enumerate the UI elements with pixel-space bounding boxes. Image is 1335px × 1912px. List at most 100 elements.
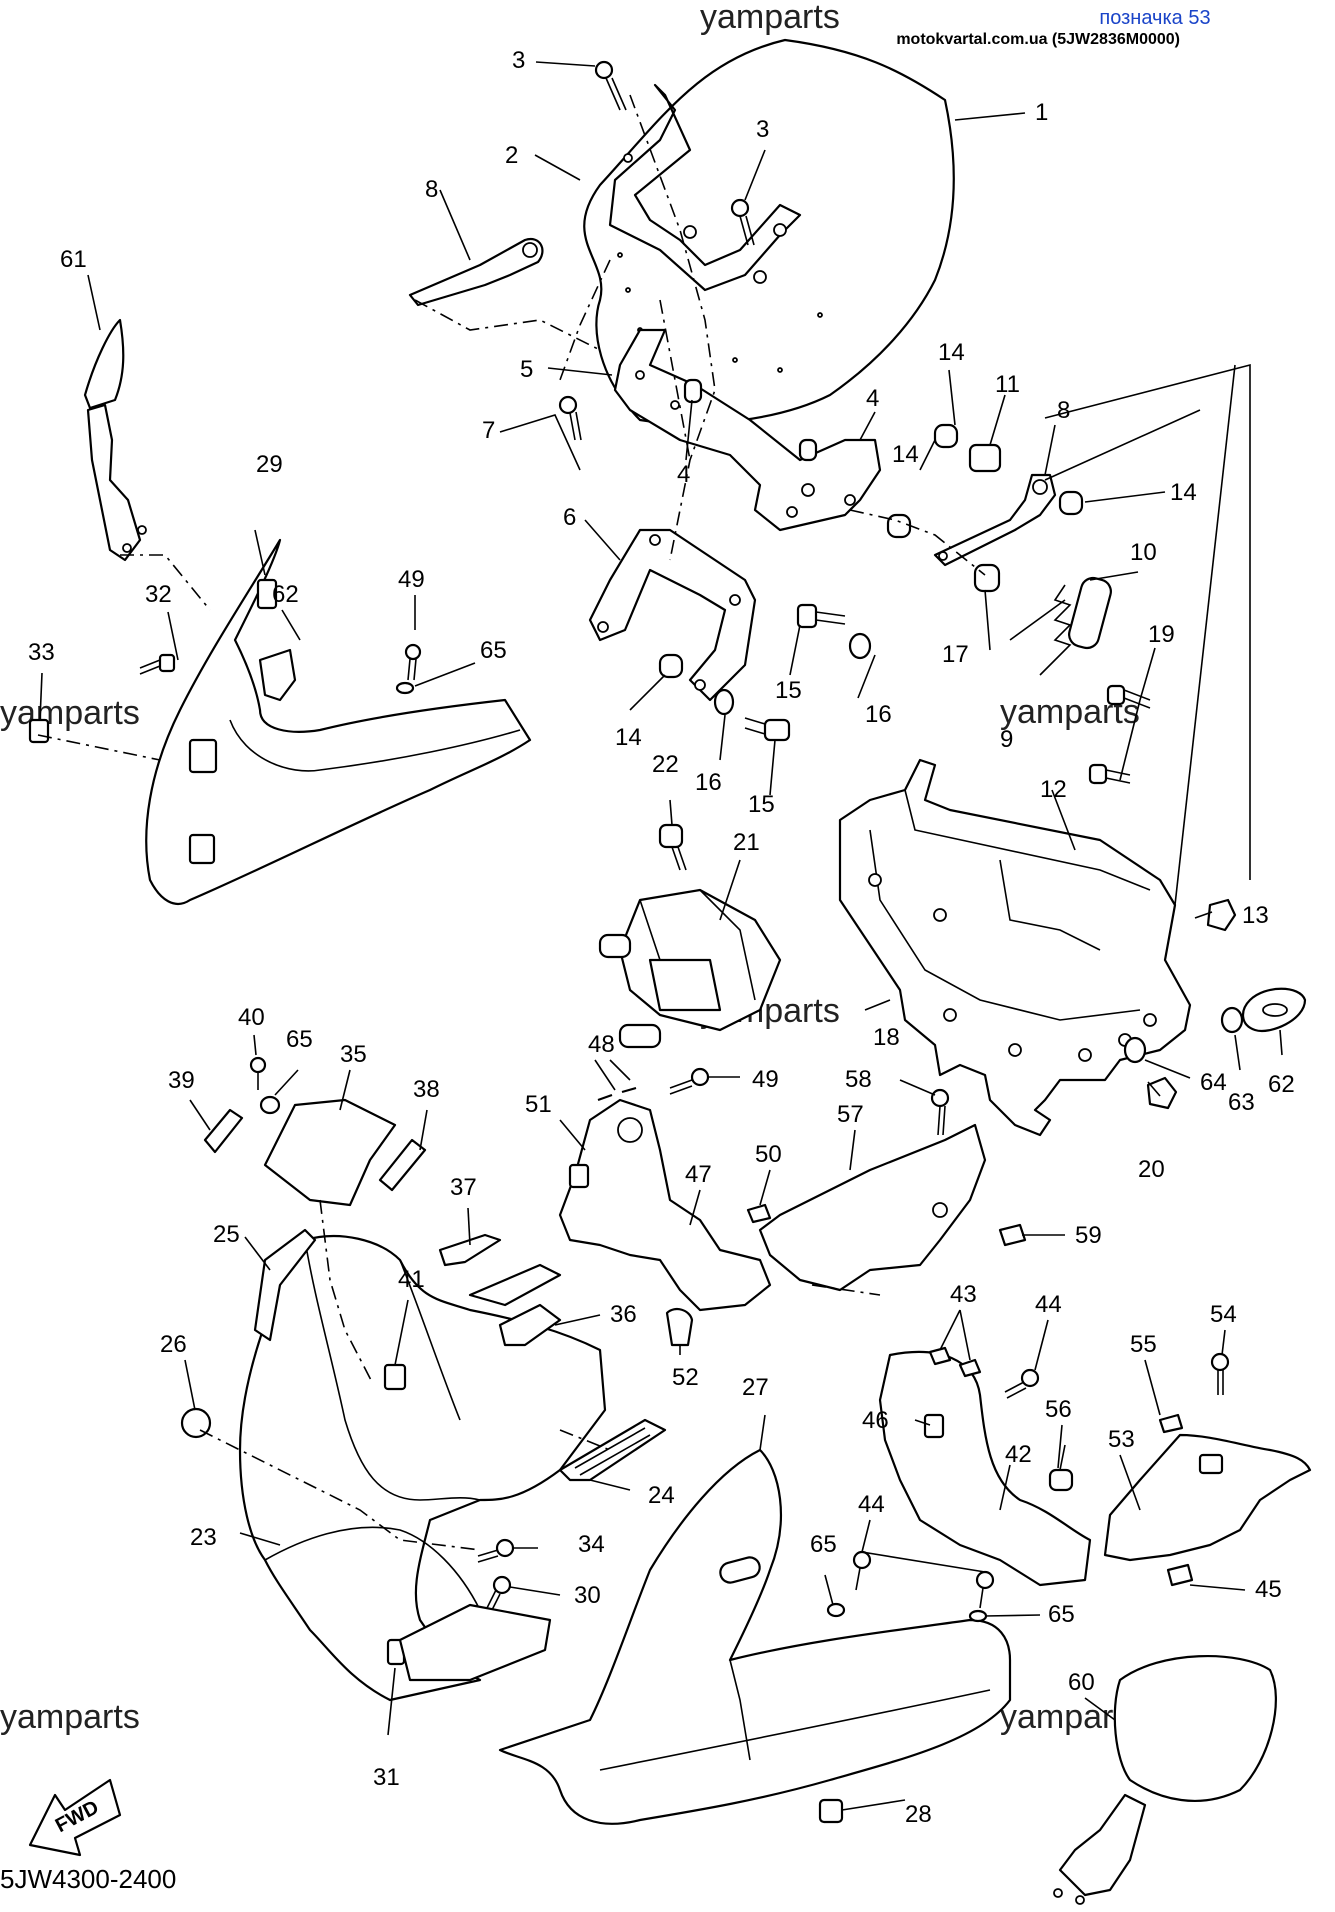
screw-44 bbox=[852, 1550, 872, 1591]
inner-cover-57 bbox=[758, 1123, 987, 1292]
callout-30: 30 bbox=[574, 1582, 601, 1609]
callout-48: 48 bbox=[588, 1031, 615, 1058]
screen-stay-5 bbox=[613, 328, 882, 532]
callout-42: 42 bbox=[1005, 1441, 1032, 1468]
callout-64: 64 bbox=[1200, 1069, 1227, 1096]
callout-3: 3 bbox=[756, 116, 769, 143]
stay-36 bbox=[498, 1303, 562, 1347]
callout-47: 47 bbox=[685, 1161, 712, 1188]
callout-22: 22 bbox=[652, 751, 679, 778]
collar-17 bbox=[973, 563, 1001, 593]
inner-cover-42 bbox=[878, 1350, 1092, 1587]
inner-panel-29 bbox=[145, 538, 532, 906]
washer-65 bbox=[259, 1095, 281, 1115]
callout-35: 35 bbox=[340, 1041, 367, 1068]
callout-54: 54 bbox=[1210, 1301, 1237, 1328]
callout-60: 60 bbox=[1068, 1669, 1095, 1696]
air-duct-24-ribs bbox=[574, 1427, 651, 1476]
callout-38: 38 bbox=[413, 1076, 440, 1103]
callout-21: 21 bbox=[733, 829, 760, 856]
callout-40: 40 bbox=[238, 1004, 265, 1031]
callout-52: 52 bbox=[672, 1364, 699, 1391]
callout-14: 14 bbox=[1170, 479, 1197, 506]
callout-39: 39 bbox=[168, 1067, 195, 1094]
screw-44 bbox=[975, 1570, 995, 1609]
callout-37: 37 bbox=[450, 1174, 477, 1201]
collar-14 bbox=[886, 513, 912, 539]
watermark: yamparts bbox=[700, 0, 840, 36]
washer-65 bbox=[968, 1609, 988, 1623]
bolt-3 bbox=[730, 198, 755, 246]
clip-59 bbox=[998, 1223, 1027, 1247]
collar-10 bbox=[1068, 576, 1112, 650]
assembly-lines bbox=[37, 94, 986, 1551]
callout-29: 29 bbox=[256, 451, 283, 478]
clip-50 bbox=[746, 1203, 772, 1224]
callout-65: 65 bbox=[1048, 1601, 1075, 1628]
callout-36: 36 bbox=[610, 1301, 637, 1328]
watermark: yamparts bbox=[0, 694, 140, 732]
clip-45 bbox=[1166, 1563, 1194, 1587]
callout-10: 10 bbox=[1130, 539, 1157, 566]
bolt-22 bbox=[658, 823, 687, 871]
screw-54 bbox=[1210, 1352, 1230, 1395]
callout-27: 27 bbox=[742, 1374, 769, 1401]
callout-24: 24 bbox=[648, 1482, 675, 1509]
header-source: motokvartal.com.ua (5JW2836M0000) bbox=[896, 31, 1180, 48]
bolt-34 bbox=[477, 1538, 515, 1563]
washer-65 bbox=[395, 681, 415, 695]
callout-32: 32 bbox=[145, 581, 172, 608]
callout-62: 62 bbox=[1268, 1071, 1295, 1098]
leader-lines bbox=[39, 61, 1283, 1811]
bolt-7 bbox=[558, 395, 582, 441]
clip-37 bbox=[438, 1233, 502, 1267]
air-duct-24 bbox=[558, 1418, 667, 1482]
collar-14 bbox=[1058, 490, 1084, 516]
callout-44: 44 bbox=[858, 1491, 885, 1518]
stay-8-right bbox=[933, 473, 1057, 567]
callout-7: 7 bbox=[482, 417, 495, 444]
collar-14 bbox=[658, 653, 684, 679]
callout-46: 46 bbox=[862, 1407, 889, 1434]
lower-panel bbox=[398, 1603, 552, 1682]
callout-41: 41 bbox=[398, 1266, 425, 1293]
screw-58 bbox=[930, 1088, 950, 1136]
washer-16 bbox=[848, 632, 872, 660]
washer-63 bbox=[1220, 1006, 1244, 1034]
callout-57: 57 bbox=[837, 1101, 864, 1128]
panel-35 bbox=[263, 1098, 397, 1207]
callout-55: 55 bbox=[1130, 1331, 1157, 1358]
clip-55 bbox=[1158, 1413, 1184, 1434]
spacer-4 bbox=[798, 438, 818, 462]
bolt-30 bbox=[485, 1575, 512, 1615]
screw-44 bbox=[1004, 1368, 1040, 1399]
mirror-right bbox=[1053, 1654, 1277, 1905]
callout-62: 62 bbox=[272, 581, 299, 608]
callout-9: 9 bbox=[1000, 726, 1013, 753]
callout-14: 14 bbox=[892, 441, 919, 468]
callout-43: 43 bbox=[950, 1281, 977, 1308]
inner-cover-47 bbox=[558, 1098, 772, 1312]
callout-61: 61 bbox=[60, 246, 87, 273]
nut-13 bbox=[1206, 898, 1237, 932]
callout-65: 65 bbox=[810, 1531, 837, 1558]
callout-33: 33 bbox=[28, 639, 55, 666]
clip-48 bbox=[597, 1086, 637, 1102]
callout-59: 59 bbox=[1075, 1222, 1102, 1249]
callout-20: 20 bbox=[1138, 1156, 1165, 1183]
callout-23: 23 bbox=[190, 1524, 217, 1551]
callout-49: 49 bbox=[752, 1066, 779, 1093]
callout-26: 26 bbox=[160, 1331, 187, 1358]
callout-labels: 1 2 3 3 4 4 5 6 7 8 8 9 10 11 12 13 14 1… bbox=[28, 47, 1295, 1828]
grommet-52 bbox=[665, 1307, 694, 1347]
diagram-code: 5JW4300-2400 bbox=[0, 1864, 176, 1894]
bracket-62 bbox=[258, 648, 297, 702]
front-stay-18 bbox=[838, 758, 1192, 1137]
callout-18: 18 bbox=[873, 1024, 900, 1051]
grommet-62 bbox=[1242, 987, 1307, 1033]
callout-31: 31 bbox=[373, 1764, 400, 1791]
bracket-41 bbox=[383, 1363, 407, 1391]
callout-44: 44 bbox=[1035, 1291, 1062, 1318]
callout-51: 51 bbox=[525, 1091, 552, 1118]
